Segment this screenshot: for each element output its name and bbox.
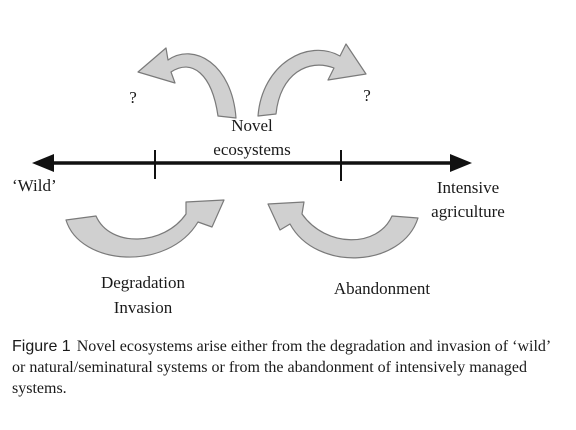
question-mark-left: ?: [129, 88, 137, 107]
axis-left-arrowhead: [32, 154, 54, 172]
abandonment-arrow: [267, 201, 419, 259]
caption-text: Novel ecosystems arise either from the d…: [12, 338, 551, 397]
question-mark-right: ?: [363, 86, 371, 105]
upper-left-curved-arrow: [137, 47, 237, 119]
figure-label: Figure 1: [12, 338, 71, 355]
intensive-label-line2: agriculture: [431, 202, 505, 221]
abandonment-label: Abandonment: [334, 279, 431, 298]
degradation-label: Degradation: [101, 273, 186, 292]
axis-right-arrowhead: [450, 154, 472, 172]
degradation-invasion-arrow: [65, 199, 225, 258]
novel-label-line2: ecosystems: [213, 140, 290, 159]
novel-label-line1: Novel: [231, 116, 273, 135]
invasion-label: Invasion: [114, 298, 173, 317]
novel-ecosystems-diagram: ? ? Novel ecosystems ‘Wild’ Intensive ag…: [12, 43, 505, 317]
intensive-label-line1: Intensive: [437, 178, 499, 197]
upper-right-curved-arrow: [257, 43, 367, 117]
wild-label: ‘Wild’: [12, 176, 57, 195]
